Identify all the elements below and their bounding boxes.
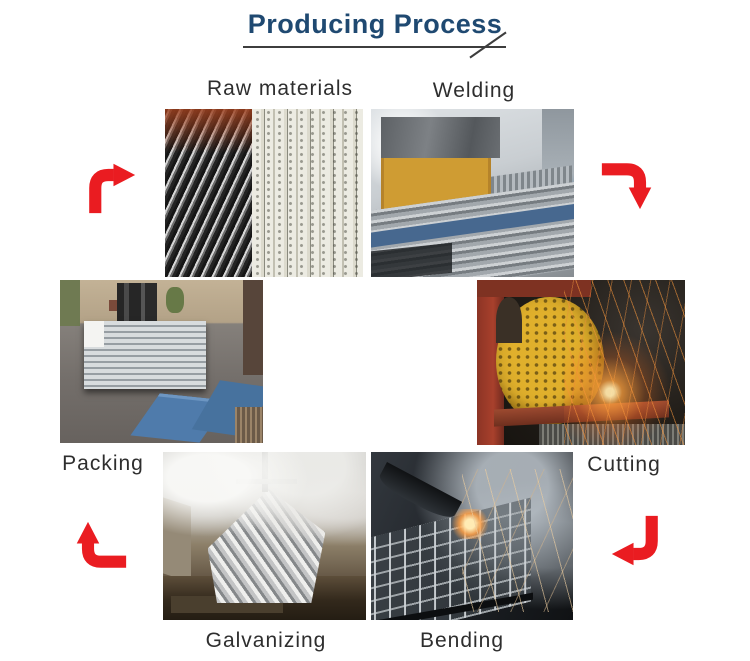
step-label-bending: Bending: [419, 629, 505, 652]
cutting-photo: [477, 280, 685, 445]
packing-photo: [60, 280, 263, 443]
forklift-mast: [116, 283, 158, 326]
steel-rods-texture: [165, 109, 253, 277]
sparks-overlay: [461, 468, 573, 612]
foliage: [60, 280, 81, 326]
blade-notch: [495, 296, 522, 343]
sparks-overlay: [564, 280, 685, 445]
turn-arrow-left-up-icon: [76, 521, 127, 568]
step-label-packing: Packing: [62, 452, 144, 475]
tree: [165, 286, 184, 313]
grating-bundle-stack: [84, 320, 207, 390]
title-underline: [243, 46, 506, 48]
step-label-welding: Welding: [432, 79, 516, 102]
rusty-grating: [234, 407, 263, 443]
turn-arrow-down-left-icon: [611, 515, 658, 566]
steam-overlay: [163, 452, 366, 570]
step-label-raw-materials: Raw materials: [206, 77, 354, 100]
turn-arrow-up-right-icon: [89, 163, 136, 214]
press-beam: [381, 117, 500, 159]
page-title: Producing Process: [247, 9, 503, 39]
galvanizing-photo: [163, 452, 366, 620]
dark-wall: [242, 280, 263, 375]
turn-arrow-right-down-icon: [601, 163, 652, 210]
raw-materials-photo: [165, 109, 363, 277]
welding-photo: [371, 109, 574, 277]
red-machine-frame: [477, 280, 592, 297]
serrated-bars-texture: [252, 109, 363, 277]
bending-photo: [371, 452, 573, 620]
step-label-galvanizing: Galvanizing: [205, 629, 327, 652]
step-label-cutting: Cutting: [587, 453, 661, 476]
label-sheet: [84, 320, 104, 347]
